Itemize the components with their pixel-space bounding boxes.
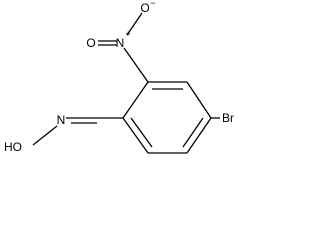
nitro-group: N + O O −: [86, 0, 156, 83]
ring-inner-double-right: [182, 117, 204, 148]
ring-inner-double-left: [130, 117, 153, 148]
structural-formula: N + O O − Br N HO: [4, 0, 234, 154]
nitro-n-label: N: [116, 36, 125, 50]
bond-ring-to-nitro-n: [123, 47, 149, 83]
nitro-o-single-label: O: [140, 1, 149, 15]
nitro-minus-label: −: [150, 0, 155, 8]
ring-bond-c3-c4: [186, 81, 212, 119]
ring-bond-c1-c2: [122, 81, 149, 119]
oxime-n-label: N: [57, 113, 66, 127]
oxime-group: N HO: [4, 113, 123, 154]
bromo-substituent: Br: [211, 111, 234, 125]
bond-n-o: [32, 125, 58, 146]
nitro-plus-label: +: [125, 29, 130, 39]
oxime-oh-label: HO: [4, 140, 22, 154]
nitro-o-double-label: O: [86, 36, 95, 50]
benzene-ring: [122, 81, 212, 154]
bromine-label: Br: [222, 111, 234, 125]
ring-bond-c4-c5: [186, 117, 212, 154]
bond-n-o-single: [126, 12, 143, 36]
ring-bond-c6-c1: [122, 117, 149, 154]
